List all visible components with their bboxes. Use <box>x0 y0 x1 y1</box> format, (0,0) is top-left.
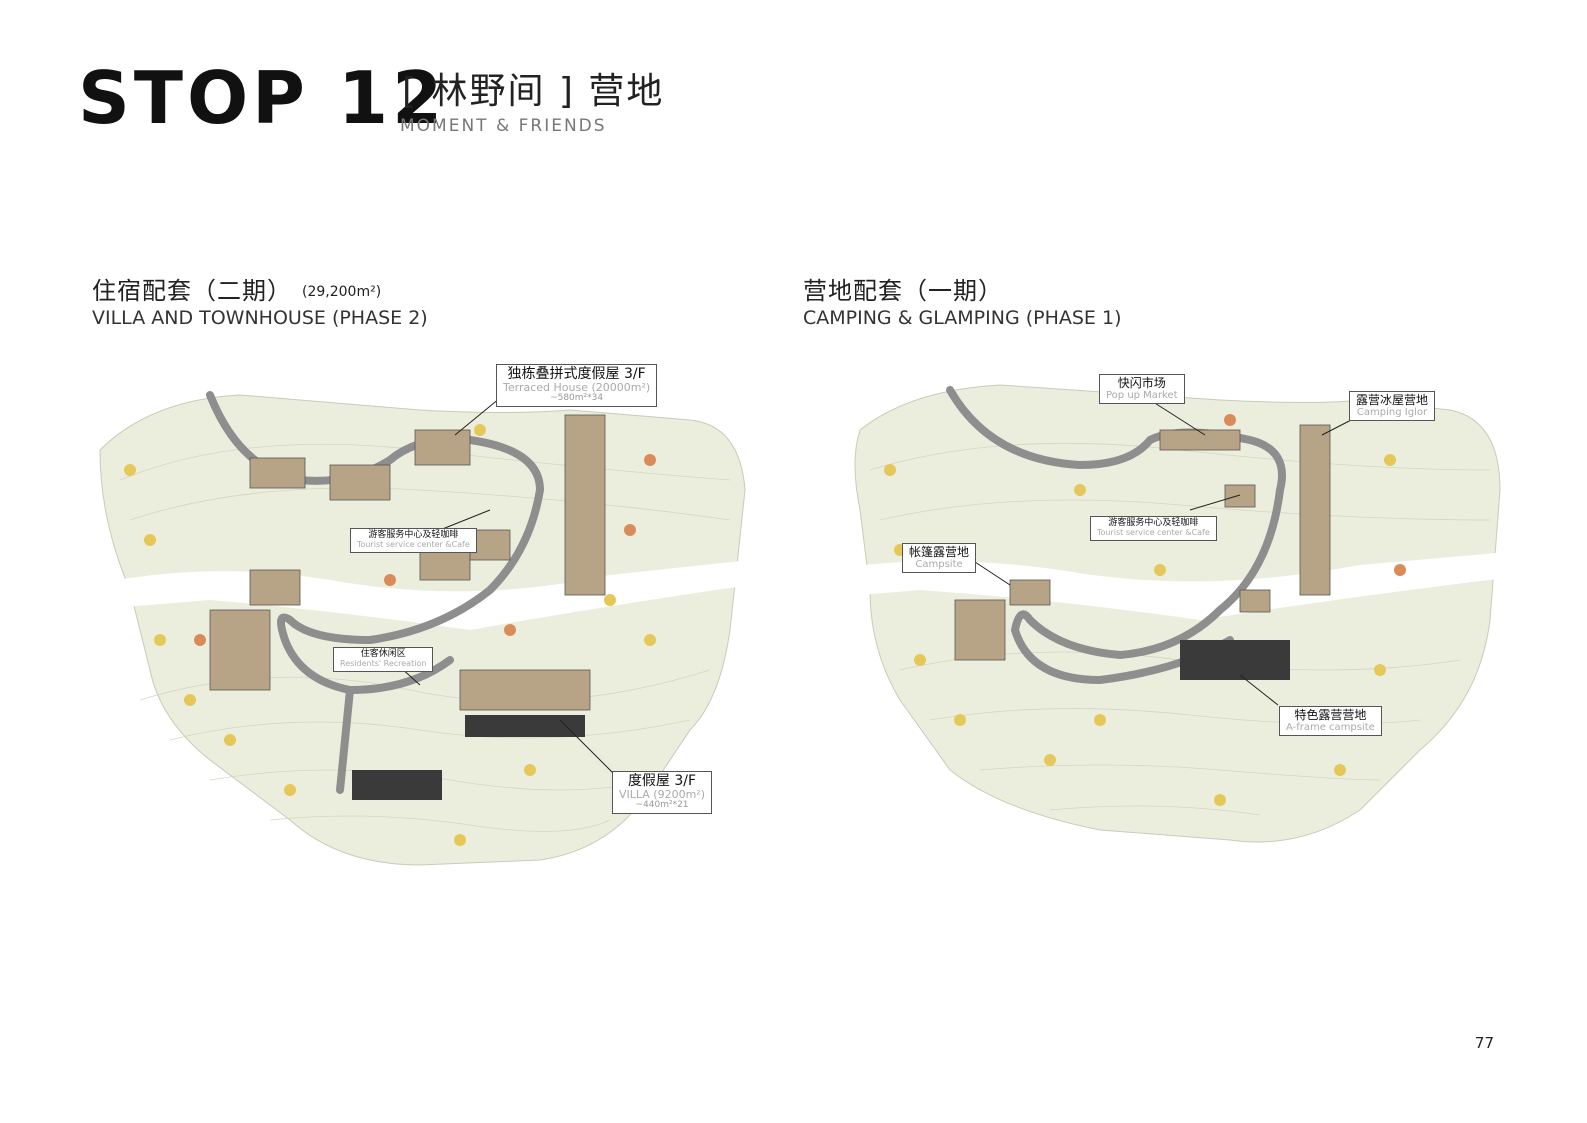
callout-terraced-house-cn: 独栋叠拼式度假屋 3/F <box>507 366 646 382</box>
callout-residents-recreation-en: Residents' Recreation <box>340 658 427 668</box>
callout-campsite: 帐篷露营地 Campsite <box>902 543 977 574</box>
left-section-area: (29,200m²) <box>302 284 382 300</box>
right-section-title-en: CAMPING & GLAMPING (PHASE 1) <box>803 307 1122 329</box>
callout-campsite-cn: 帐篷露营地 <box>909 545 970 559</box>
left-section-title-en: VILLA AND TOWNHOUSE (PHASE 2) <box>92 307 428 329</box>
callout-villa-cn: 度假屋 3/F <box>627 773 697 789</box>
callout-left-service-center-en: Tourist service center &Cafe <box>357 539 470 549</box>
left-section-title-cn: 住宿配套（二期） <box>92 277 292 305</box>
callout-camping-igloo-en: Camping Iglor <box>1356 407 1428 419</box>
callout-terraced-house-en: Terraced House (20000m²) <box>503 381 651 395</box>
callout-aframe-campsite-cn: 特色露营营地 <box>1294 708 1367 722</box>
callout-camping-igloo: 露营冰屋营地 Camping Iglor <box>1349 391 1436 422</box>
callout-villa: 度假屋 3/F VILLA (9200m²) ~440m²*21 <box>612 771 713 815</box>
left-section-title: 住宿配套（二期） (29,200m²) <box>92 279 381 303</box>
callout-villa-sub: ~440m²*21 <box>635 800 689 811</box>
callout-aframe-campsite: 特色露营营地 A-frame campsite <box>1279 706 1382 737</box>
left-site-plan <box>90 370 750 870</box>
callout-right-service-center-en: Tourist service center &Cafe <box>1097 527 1210 537</box>
right-site-plan <box>800 370 1530 860</box>
callout-residents-recreation: 住客休闲区 Residents' Recreation <box>333 647 434 672</box>
callout-terraced-house: 独栋叠拼式度假屋 3/F Terraced House (20000m²) ~5… <box>496 364 658 408</box>
callout-terraced-house-sub: ~580m²*34 <box>550 393 604 404</box>
callout-right-service-center-cn: 游客服务中心及轻咖啡 <box>1108 518 1199 528</box>
page-title-chinese: [ 林野间 ] 营地 <box>402 71 665 112</box>
callout-popup-market-cn: 快闪市场 <box>1117 376 1166 390</box>
page-title-stop: STOP 12 <box>78 56 447 140</box>
callout-right-service-center: 游客服务中心及轻咖啡 Tourist service center &Cafe <box>1090 516 1217 541</box>
callout-campsite-en: Campsite <box>915 559 963 571</box>
callout-camping-igloo-cn: 露营冰屋营地 <box>1356 393 1429 407</box>
callout-villa-en: VILLA (9200m²) <box>619 788 706 802</box>
callout-popup-market-en: Pop up Market <box>1106 390 1178 402</box>
callout-residents-recreation-cn: 住客休闲区 <box>360 649 406 659</box>
callout-popup-market: 快闪市场 Pop up Market <box>1099 374 1185 405</box>
right-site-plan-drawing <box>800 384 1530 843</box>
callout-left-service-center-cn: 游客服务中心及轻咖啡 <box>368 530 459 540</box>
page-subtitle-english: MOMENT & FRIENDS <box>400 116 607 136</box>
page-number: 77 <box>1474 1034 1494 1052</box>
right-section-title-cn: 营地配套（一期） <box>803 277 1003 305</box>
callout-aframe-campsite-en: A-frame campsite <box>1286 722 1375 734</box>
callout-left-service-center: 游客服务中心及轻咖啡 Tourist service center &Cafe <box>350 528 477 553</box>
